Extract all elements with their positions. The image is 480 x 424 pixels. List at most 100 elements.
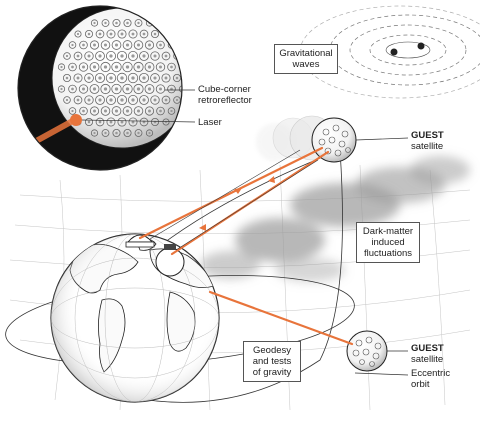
reflector-core	[136, 43, 141, 47]
reflector-core	[131, 32, 135, 36]
reflector-core	[104, 21, 107, 25]
reflector-cell	[122, 61, 133, 73]
reflector-core	[153, 98, 157, 102]
reflector-cell	[150, 29, 160, 39]
reflector-cell	[122, 106, 133, 116]
reflector-core	[136, 109, 141, 113]
reflector-cell	[139, 95, 149, 105]
reflector-core	[109, 32, 113, 36]
reflector-core	[136, 87, 141, 91]
reflector-cell	[78, 62, 89, 72]
reflector-cell	[95, 29, 105, 39]
reflector-core	[148, 43, 151, 47]
reflector-cell	[128, 29, 138, 39]
guest-bottom-bold: GUEST	[411, 343, 444, 354]
reflector-core	[142, 98, 146, 102]
reflector-core	[93, 21, 96, 25]
guest-satellite-bottom	[346, 330, 388, 372]
reflector-cell	[90, 129, 99, 137]
reflector-cell	[73, 51, 83, 61]
reflector-cell	[111, 83, 122, 95]
cube-corner-line-1: Cube-corner	[198, 84, 251, 95]
reflector-cell	[127, 94, 139, 106]
reflector-cell	[84, 73, 94, 83]
reflector-cell	[112, 128, 121, 138]
reflector-cell	[74, 30, 82, 38]
reflector-cell	[178, 85, 182, 93]
reflector-cell	[95, 51, 105, 61]
reflector-cell	[101, 129, 110, 137]
reflector-cell	[127, 50, 139, 62]
reflector-core	[103, 109, 108, 113]
reflector-core	[60, 65, 63, 69]
reflector-cell	[172, 73, 182, 83]
reflector-cell	[68, 107, 77, 115]
reflector-core	[82, 87, 85, 91]
dark-matter-line-2: induced	[371, 237, 405, 248]
reflector-core	[120, 98, 124, 102]
reflector-cell	[106, 117, 116, 127]
reflector-core	[164, 32, 168, 36]
guest-satellite-top	[311, 117, 357, 163]
reflector-core	[82, 65, 85, 69]
reflector-core	[87, 120, 91, 124]
guest-satellite-top-trail	[256, 115, 335, 161]
reflector-cell	[123, 18, 132, 28]
retroreflector-inset	[17, 5, 183, 171]
reflector-core	[120, 120, 124, 124]
reflector-core	[164, 76, 168, 80]
reflector-cell	[144, 106, 155, 116]
reflector-cell	[150, 95, 160, 105]
reflector-cell	[73, 73, 83, 83]
reflector-cell	[84, 29, 94, 39]
reflector-core	[76, 32, 80, 36]
reflector-core	[120, 32, 124, 36]
reflector-cell	[112, 18, 121, 28]
guest-bottom-rest: satellite	[411, 354, 444, 365]
reflector-cell	[133, 61, 144, 73]
reflector-cell	[155, 62, 166, 72]
reflector-core	[159, 109, 162, 113]
reflector-core	[98, 54, 102, 58]
reflector-core	[103, 87, 108, 91]
reflector-core	[109, 120, 113, 124]
reflector-cell	[100, 40, 111, 50]
reflector-core	[125, 65, 130, 69]
reflector-core	[103, 65, 108, 69]
reflector-cell	[116, 94, 128, 106]
reflector-cell	[95, 117, 105, 127]
reflector-cell	[84, 95, 94, 105]
dark-matter-line-3: fluctuations	[363, 248, 413, 259]
laser-label: Laser	[198, 117, 222, 128]
reflector-core	[153, 32, 157, 36]
reflector-cell	[105, 94, 117, 106]
reflector-cell	[100, 83, 111, 95]
reflector-cell	[145, 129, 154, 137]
reflector-cell	[156, 40, 165, 50]
guest-top-bold: GUEST	[411, 130, 444, 141]
eccentric-orbit-label: Eccentric orbit	[411, 368, 450, 390]
reflector-cell	[89, 106, 100, 116]
reflector-core	[153, 54, 157, 58]
reflector-cell	[173, 96, 181, 104]
reflector-core	[98, 120, 102, 124]
reflector-cell	[57, 63, 66, 71]
thin-rays	[149, 149, 319, 251]
reflector-cell	[78, 84, 89, 94]
reflector-core	[136, 65, 141, 69]
reflector-core	[93, 43, 96, 47]
reflector-core	[147, 65, 152, 69]
reflector-cell	[68, 41, 77, 49]
cube-corner-label: Cube-corner retroreflector	[198, 84, 252, 106]
reflector-cell	[128, 117, 138, 127]
reflector-core	[71, 65, 74, 69]
reflector-cell	[127, 72, 139, 84]
gravitational-waves-line-1: Gravitational	[279, 48, 333, 59]
reflector-cell	[156, 106, 165, 116]
guest-top-rest: satellite	[411, 141, 444, 152]
geodesy-line-2: and tests	[252, 356, 292, 367]
leader-lines	[81, 89, 409, 376]
reflector-cell	[144, 84, 155, 94]
reflector-core	[104, 131, 107, 135]
